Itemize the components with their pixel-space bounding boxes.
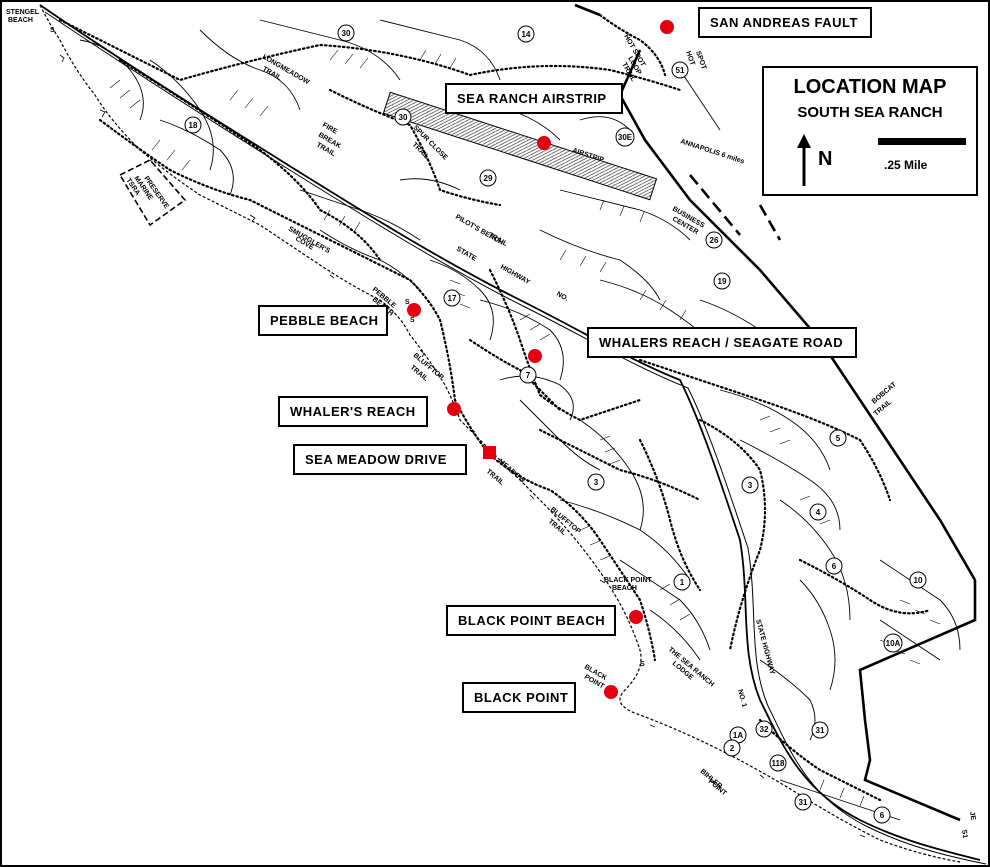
unit-number: 1 (680, 578, 685, 587)
unit-number: 118 (772, 759, 785, 768)
unit-number: 3 (748, 481, 753, 490)
marker-black-point-beach[interactable] (629, 610, 643, 624)
label-black-point[interactable]: BLACK POINT (462, 682, 576, 713)
map-text-s: S (405, 299, 410, 306)
unit-number: 5 (836, 434, 841, 443)
marker-pebble-beach[interactable] (407, 303, 421, 317)
streets (79, 19, 961, 821)
legend-graphics (797, 134, 966, 186)
unit-number: 30 (399, 113, 408, 122)
unit-number: 19 (718, 277, 727, 286)
unit-number: 14 (522, 30, 531, 39)
legend-north-label: N (818, 148, 833, 170)
map-text-hotspot-b: HOT (684, 50, 696, 67)
map-legend: LOCATION MAP SOUTH SEA RANCH N .25 Mile (762, 66, 978, 196)
trails (58, 13, 932, 802)
airstrip-runway (382, 91, 658, 201)
legend-subtitle: SOUTH SEA RANCH (797, 104, 943, 121)
eastern-boundary (574, 3, 977, 581)
marker-whalers-seagate[interactable] (528, 349, 542, 363)
unit-number: 7 (526, 371, 531, 380)
map-text-s: S (640, 661, 645, 668)
marker-black-point[interactable] (604, 685, 618, 699)
eastern-boundary-dashed (689, 174, 782, 241)
lot-lines (109, 49, 941, 807)
marine-preserve (118, 159, 187, 227)
map-text-no1: NO. 1 (736, 689, 748, 709)
southern-boundary (858, 580, 977, 822)
unit-number: 10 (914, 576, 923, 585)
unit-number: 1A (733, 731, 743, 740)
unit-number: 18 (189, 121, 198, 130)
highway-1 (39, 4, 981, 861)
map-text-bpb-2: BEACH (612, 585, 637, 592)
legend-scale-label: .25 Mile (884, 158, 928, 172)
unit-number: 4 (816, 508, 821, 517)
legend-title: LOCATION MAP (793, 76, 947, 98)
map-text-no: NO. (555, 291, 569, 303)
unit-number: 51 (676, 66, 685, 75)
coastline (39, 4, 961, 863)
label-sea-ranch-airstrip[interactable]: SEA RANCH AIRSTRIP (445, 83, 623, 114)
map-text-meadow-2: TRAIL (485, 468, 506, 487)
map-text-annapolis: ANNAPOLIS 6 miles (679, 138, 745, 165)
unit-number: 10A (886, 639, 901, 648)
map-text-je: JE (968, 811, 976, 821)
unit-number: 31 (816, 726, 825, 735)
map-text-hotspot-b-2: SPOT (694, 50, 707, 71)
map-text-stengel-2: BEACH (8, 17, 33, 24)
label-whalers-reach-seagate[interactable]: WHALERS REACH / SEAGATE ROAD (587, 327, 857, 358)
unit-number: 26 (710, 236, 719, 245)
map-text-state: STATE (455, 246, 478, 263)
map-text-s: S (50, 27, 55, 34)
unit-circles (184, 24, 927, 824)
unit-number: 30 (342, 29, 351, 38)
unit-number: 30E (618, 133, 633, 142)
map-text-bpb: BLACK POINT (604, 577, 653, 584)
label-black-point-beach[interactable]: BLACK POINT BEACH (446, 605, 616, 636)
unit-number: 29 (484, 174, 493, 183)
unit-number: 6 (832, 562, 837, 571)
marker-sea-meadow[interactable] (483, 446, 496, 459)
unit-number: 31 (799, 798, 808, 807)
north-arrow-icon (797, 134, 811, 186)
unit-number: 32 (760, 725, 769, 734)
label-pebble-beach[interactable]: PEBBLE BEACH (258, 305, 388, 336)
map-text-stengel: STENGEL (6, 9, 40, 16)
map-text-highway: HIGHWAY (499, 264, 531, 287)
location-markers (407, 20, 674, 699)
map-text-s: S (410, 317, 415, 324)
unit-numbers: 18 30 30 30E 29 14 51 17 26 19 7 3 1 5 6… (189, 29, 923, 820)
scale-bar (878, 138, 966, 145)
label-san-andreas-fault[interactable]: SAN ANDREAS FAULT (698, 7, 872, 38)
unit-number: 2 (730, 744, 735, 753)
label-whalers-reach[interactable]: WHALER'S REACH (278, 396, 428, 427)
label-sea-meadow-drive[interactable]: SEA MEADOW DRIVE (293, 444, 467, 475)
map-text-s1: S1 (960, 829, 968, 839)
unit-number: 6 (880, 811, 885, 820)
unit-number: 17 (448, 294, 457, 303)
unit-number: 3 (594, 478, 599, 487)
marker-airstrip[interactable] (537, 136, 551, 150)
marker-san-andreas[interactable] (660, 20, 674, 34)
marker-whalers-reach[interactable] (447, 402, 461, 416)
